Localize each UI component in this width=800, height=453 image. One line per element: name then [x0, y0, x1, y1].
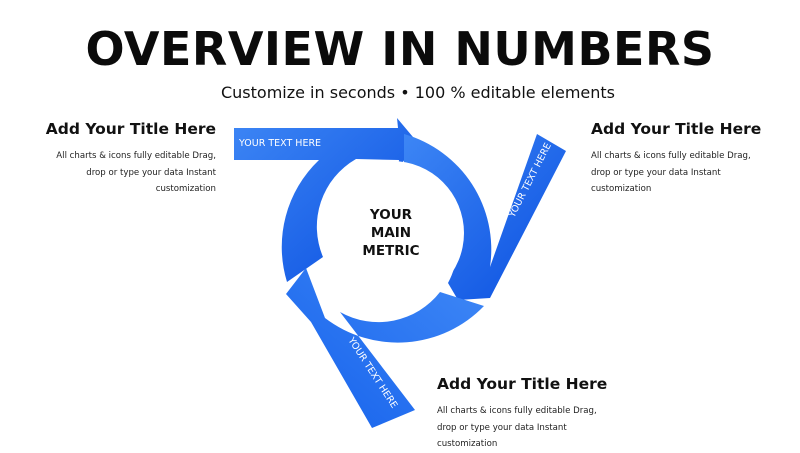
- cycle-arrow-bottom: [286, 268, 484, 428]
- text-block-bottom: Add Your Title Here All charts & icons f…: [437, 375, 617, 453]
- block-bottom-line-1: All charts & icons fully editable Drag,: [437, 406, 597, 416]
- block-right-line-3: customization: [591, 184, 652, 194]
- block-left-line-3: customization: [155, 184, 216, 194]
- cycle-arrow-right: [404, 134, 566, 300]
- text-block-right: Add Your Title Here All charts & icons f…: [591, 120, 771, 198]
- page-title: OVERVIEW IN NUMBERS: [85, 22, 715, 76]
- cycle-arrow-top: [234, 118, 418, 282]
- block-right-line-1: All charts & icons fully editable Drag,: [591, 151, 751, 161]
- block-left-line-2: drop or type your data Instant: [86, 167, 216, 178]
- block-right-title: Add Your Title Here: [591, 120, 762, 138]
- page-subtitle: Customize in seconds • 100 % editable el…: [220, 83, 616, 102]
- metric-line-2: MAIN: [371, 225, 411, 241]
- text-block-left: Add Your Title Here All charts & icons f…: [40, 120, 216, 198]
- block-left-title: Add Your Title Here: [45, 120, 216, 138]
- block-right-body: All charts & icons fully editable Drag, …: [591, 148, 771, 198]
- block-left-line-1: All charts & icons fully editable Drag,: [56, 151, 216, 161]
- center-circle: [320, 161, 464, 305]
- arrow-top-label: YOUR TEXT HERE: [238, 138, 321, 149]
- block-bottom-line-2: drop or type your data Instant: [437, 422, 567, 433]
- metric-line-3: METRIC: [362, 243, 419, 259]
- metric-line-1: YOUR: [369, 207, 413, 223]
- block-bottom-title: Add Your Title Here: [437, 375, 608, 393]
- block-bottom-line-3: customization: [437, 439, 498, 449]
- block-left-body: All charts & icons fully editable Drag, …: [40, 148, 216, 198]
- block-bottom-body: All charts & icons fully editable Drag, …: [437, 403, 617, 453]
- block-right-line-2: drop or type your data Instant: [591, 167, 721, 178]
